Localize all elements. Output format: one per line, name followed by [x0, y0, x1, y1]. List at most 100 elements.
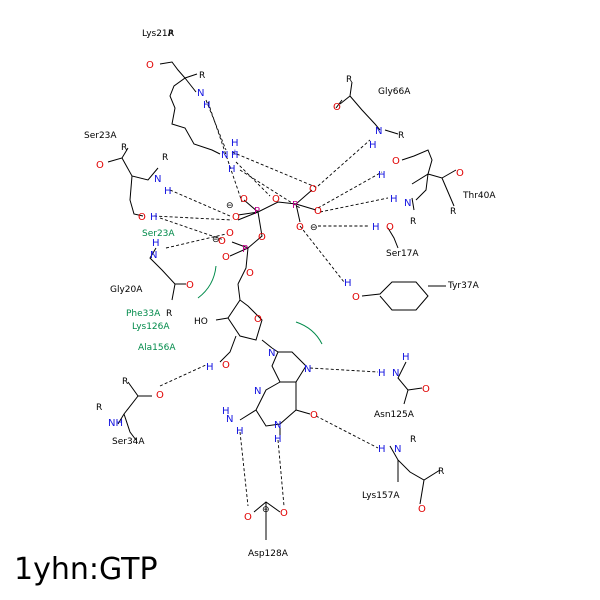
atom-oxygen: O — [392, 156, 400, 167]
atom-oxygen: O — [240, 194, 248, 205]
charge-minus: ⊖ — [262, 505, 270, 515]
residue-asn125a: Asn125A — [374, 410, 415, 420]
atom-oxygen: O — [218, 236, 226, 247]
atom-hydrogen: H — [344, 278, 352, 289]
atom-oxygen: O — [226, 228, 234, 239]
residue-gly66a: Gly66A — [378, 87, 411, 97]
atom-labels: R O R N H H N H + H R O N R H R O R N H … — [96, 29, 464, 523]
hydrophobic-arcs — [197, 265, 323, 345]
atom-nitrogen: N — [226, 414, 233, 425]
atom-r: R — [438, 467, 444, 477]
atom-nitrogen: N — [197, 88, 204, 99]
atom-nh: NH — [108, 418, 123, 429]
atom-ho: HO — [194, 317, 208, 327]
atom-oxygen: O — [246, 268, 254, 279]
hydrophobic-phe33a: Phe33A — [126, 309, 161, 319]
residue-lys157a: Lys157A — [362, 491, 400, 501]
atom-hydrogen: H — [231, 150, 239, 161]
hydrophobic-ser23a: Ser23A — [142, 229, 175, 239]
hydrogen-bonds — [153, 99, 389, 507]
atom-r: R — [450, 207, 456, 217]
ligand-title: 1yhn:GTP — [14, 552, 158, 587]
hydrophobic-lys126a: Lys126A — [132, 322, 170, 332]
atom-oxygen: O — [186, 280, 194, 291]
atom-phosphorus: P — [292, 200, 298, 211]
atom-oxygen: O — [310, 410, 318, 421]
residue-ser34a: Ser34A — [112, 437, 145, 447]
atom-nitrogen: N — [404, 198, 411, 209]
atom-oxygen: O — [96, 160, 104, 171]
atom-oxygen: O — [222, 252, 230, 263]
atom-r: R — [166, 309, 172, 319]
atom-r: R — [168, 29, 174, 39]
atom-oxygen: O — [258, 232, 266, 243]
atom-oxygen: O — [222, 360, 230, 371]
atom-hydrogen: H — [378, 170, 386, 181]
atom-nitrogen: N — [154, 174, 161, 185]
atom-hydrogen: H — [369, 140, 377, 151]
hydrophobic-ala156a: Ala156A — [138, 343, 176, 353]
atom-nitrogen: N — [375, 126, 382, 137]
atom-phosphorus: P — [242, 244, 248, 255]
atom-oxygen: O — [272, 194, 280, 205]
atom-nitrogen: N — [392, 368, 399, 379]
atom-oxygen: O — [156, 390, 164, 401]
atom-r: R — [398, 131, 404, 141]
atom-oxygen: O — [244, 512, 252, 523]
atom-oxygen: O — [418, 504, 426, 515]
residue-thr40a: Thr40A — [462, 191, 496, 201]
atom-hydrogen: H — [203, 100, 211, 111]
atom-hydrogen: H — [206, 362, 214, 373]
atom-oxygen: O — [333, 102, 341, 113]
atom-nitrogen: N — [274, 420, 281, 431]
atom-oxygen: O — [314, 206, 322, 217]
atom-hydrogen: H — [402, 352, 410, 363]
atom-r: R — [410, 435, 416, 445]
charge-minus: ⊖ — [310, 223, 318, 233]
atom-r: R — [162, 153, 168, 163]
atom-hydrogen: H — [390, 194, 398, 205]
charge-minus: ⊖ — [226, 201, 234, 211]
atom-oxygen: O — [254, 314, 262, 325]
charge-minus: ⊖ — [212, 235, 220, 245]
atom-oxygen: O — [386, 222, 394, 233]
ligand-bonds — [107, 61, 457, 540]
atom-oxygen: O — [138, 212, 146, 223]
atom-nitrogen: N — [221, 150, 228, 161]
atom-nitrogen: N — [304, 364, 311, 375]
atom-oxygen: O — [232, 212, 240, 223]
atom-hydrogen: H — [378, 444, 386, 455]
atom-hydrogen: H — [164, 186, 172, 197]
atom-hydrogen: H — [372, 222, 380, 233]
atom-hydrogen: H — [152, 238, 160, 249]
atom-r: R — [121, 143, 127, 153]
atom-hydrogen: H — [378, 368, 386, 379]
atom-r: R — [96, 403, 102, 413]
residue-gly20a: Gly20A — [110, 285, 143, 295]
atom-nitrogen: N — [268, 348, 275, 359]
atom-r: R — [346, 75, 352, 85]
residue-ser17a: Ser17A — [386, 249, 419, 259]
residue-ser23a: Ser23A — [84, 131, 117, 141]
charge-plus: + — [232, 148, 238, 156]
residue-tyr37a: Tyr37A — [447, 281, 480, 291]
atom-hydrogen: H — [150, 212, 158, 223]
atom-nitrogen: N — [394, 444, 401, 455]
atom-r: R — [199, 71, 205, 81]
atom-nitrogen: N — [254, 386, 261, 397]
residue-lys21a: Lys21A — [142, 29, 175, 39]
atom-oxygen: O — [309, 184, 317, 195]
atom-oxygen: O — [146, 60, 154, 71]
atom-oxygen: O — [296, 222, 304, 233]
residue-asp128a: Asp128A — [248, 549, 289, 559]
atom-hydrogen: H — [274, 434, 282, 445]
atom-r: R — [122, 377, 128, 387]
atom-oxygen: O — [422, 384, 430, 395]
atom-hydrogen: H — [222, 406, 230, 417]
atom-oxygen: O — [456, 168, 464, 179]
atom-phosphorus: P — [254, 206, 260, 217]
atom-hydrogen: H — [231, 138, 239, 149]
atom-oxygen: O — [352, 292, 360, 303]
atom-nitrogen: N — [150, 250, 157, 261]
